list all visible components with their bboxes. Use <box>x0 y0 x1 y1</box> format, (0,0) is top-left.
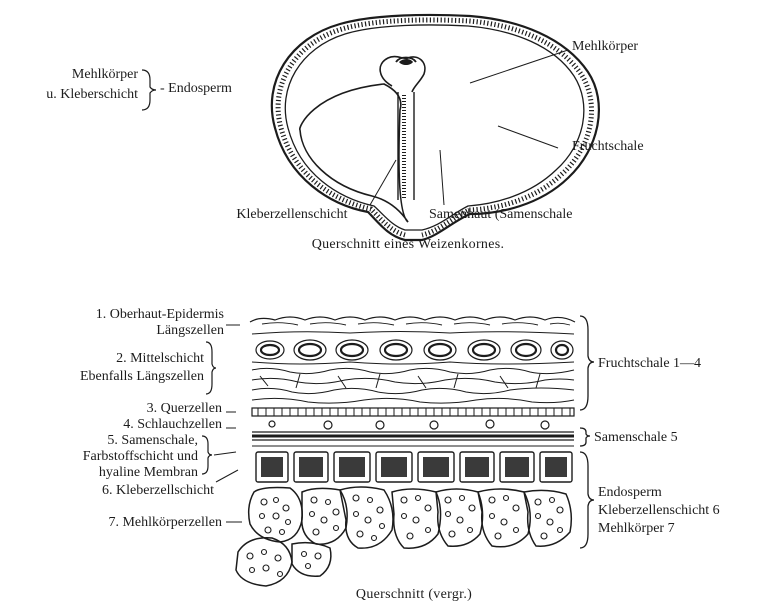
label-mittelschicht: 2. Mittelschicht <box>116 351 204 366</box>
brace-mittelschicht <box>206 342 216 394</box>
label-mehlkoerper-right: Mehlkörper <box>572 39 638 54</box>
layer-epidermis <box>250 317 575 322</box>
label-kleberzellenschicht-right: Kleberzellenschicht 6 <box>598 503 720 518</box>
brace-endosperm-top <box>142 70 156 110</box>
label-kleberschicht-left: u. Kleberschicht <box>46 87 138 102</box>
layer-endosperm-cells <box>236 487 571 586</box>
label-kleberzellenschicht-top: Kleberzellenschicht <box>236 207 347 222</box>
mid-layer-cells <box>256 340 573 360</box>
layer-cross-cells <box>252 408 574 416</box>
leader-kleberzellenschicht <box>370 160 396 205</box>
epidermis-cells <box>262 323 570 325</box>
label-fruchtschale-top: Fruchtschale <box>572 139 644 154</box>
layer-aleurone-cells <box>256 452 572 482</box>
label-fruchtschale-right: Fruchtschale 1—4 <box>598 356 701 371</box>
compressed-layers <box>252 368 574 403</box>
label-laengszellen: Längszellen <box>156 323 224 338</box>
label-oberhaut: 1. Oberhaut-Epidermis <box>96 307 224 322</box>
label-samenschale-left: 5. Samenschale, <box>107 433 198 448</box>
label-mehlkoerper-bottom: Mehlkörper 7 <box>598 521 675 536</box>
label-mehlkoerperzellen: 7. Mehlkörperzellen <box>108 515 222 530</box>
brace-samenschale-right <box>580 428 590 446</box>
caption-top: Querschnitt eines Weizenkornes. <box>312 237 505 252</box>
label-endosperm-top: - Endosperm <box>160 81 232 96</box>
tissue-layers <box>236 317 575 586</box>
grain-aleurone-hatch <box>278 20 591 235</box>
label-farbstoffschicht: Farbstoffschicht und <box>83 449 198 464</box>
grain-crease <box>380 57 425 200</box>
label-mehlkoerper-left: Mehlkörper <box>72 67 138 82</box>
layer-tube-cells <box>269 420 549 429</box>
brace-samenschale-left <box>202 436 212 474</box>
label-samenhaut-top: Samenhaut (Samenschale <box>429 207 572 222</box>
grain-endosperm-boundary <box>300 84 408 222</box>
label-ebenfalls-laengszellen: Ebenfalls Längszellen <box>80 369 204 384</box>
leader-mehlkoerper <box>470 50 568 83</box>
label-kleberzellschicht: 6. Kleberzellschicht <box>102 483 214 498</box>
leader-samenhaut <box>440 150 444 205</box>
label-endosperm-right: Endosperm <box>598 485 662 500</box>
layer-seed-coat <box>252 432 574 446</box>
brace-fruchtschale <box>580 316 594 410</box>
label-schlauchzellen: 4. Schlauchzellen <box>123 417 222 432</box>
label-querzellen: 3. Querzellen <box>147 401 222 416</box>
label-samenschale-right: Samenschale 5 <box>594 430 678 445</box>
label-hyaline-membran: hyaline Membran <box>99 465 198 480</box>
leader-fruchtschale <box>498 126 558 148</box>
caption-bottom: Querschnitt (vergr.) <box>356 587 472 602</box>
brace-endosperm <box>580 452 594 548</box>
